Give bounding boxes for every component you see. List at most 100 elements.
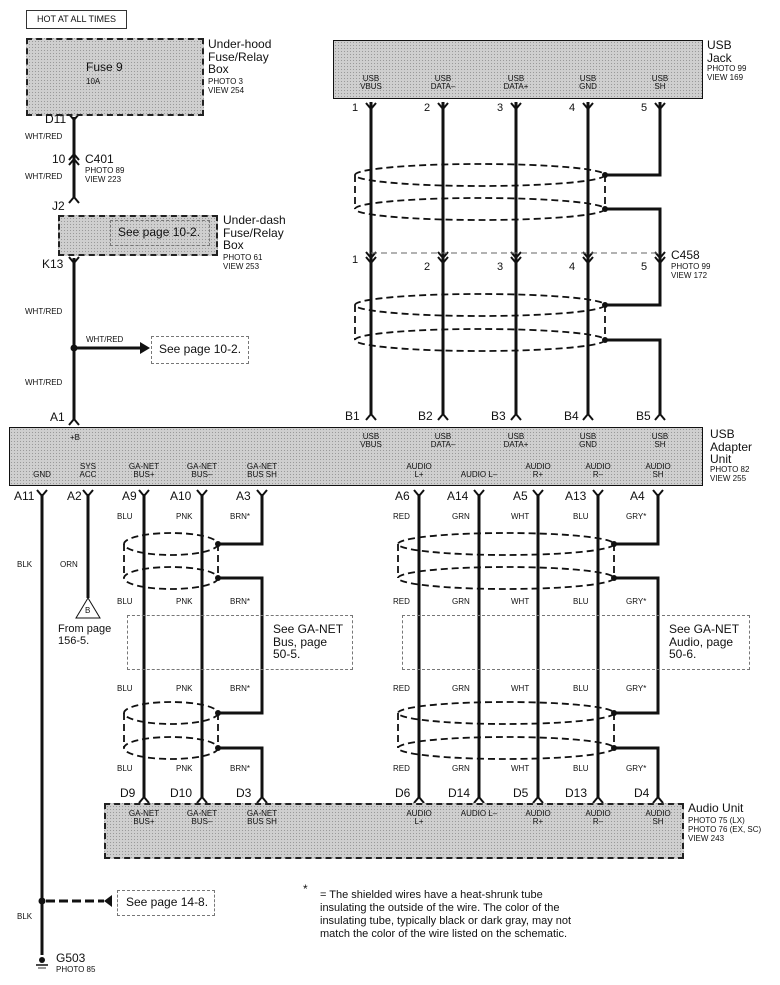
- branch-wire-color: WHT/RED: [86, 335, 124, 344]
- adapter-pin-a11: A11: [14, 489, 35, 503]
- see-page-ref-box[interactable]: [151, 336, 249, 364]
- pin-d11: D11: [45, 112, 67, 126]
- underdash-name: Under-dash Fuse/Relay Box: [223, 214, 286, 252]
- c458-pin-number: 5: [641, 261, 648, 273]
- adapter-pin-a6: A6: [395, 489, 410, 503]
- c401-view: VIEW 223: [85, 175, 122, 184]
- from-page-link[interactable]: From page 156-5.: [58, 623, 112, 647]
- wire-color-label: WHT/RED: [25, 307, 63, 316]
- usb-jack-photo: PHOTO 99: [707, 64, 747, 73]
- usb-jack-name-l1: USB: [707, 38, 732, 52]
- see-page-10-2-link[interactable]: See page 10-2.: [118, 225, 201, 239]
- usb-jack-name-l2: Jack: [707, 50, 732, 65]
- gnd-wire-color: BLK: [17, 560, 33, 569]
- audio-unit-photo-1: PHOTO 75 (LX): [688, 816, 745, 825]
- acc-wire-color: ORN: [60, 560, 78, 569]
- ground-name: G503: [56, 951, 86, 965]
- fuse-label: Fuse 9: [86, 60, 123, 74]
- from-page-l1: From page: [58, 623, 112, 635]
- audio-pin-d10: D10: [170, 786, 193, 800]
- adapter-pin-a13: A13: [565, 489, 587, 503]
- c458-connector: C458: [671, 248, 700, 262]
- c401-pin: 10: [52, 152, 66, 166]
- usb-adapter-name-l2: Adapter: [710, 439, 753, 454]
- adapter-pin-a2: A2: [67, 489, 82, 503]
- usb-jack-name: USB Jack: [707, 39, 732, 64]
- c458-pin-number: 4: [569, 261, 576, 273]
- fuse-rating: 10A: [86, 77, 101, 86]
- shield-note: = The shielded wires have a heat-shrunk …: [320, 889, 572, 940]
- adapter-pin-b2: B2: [418, 409, 433, 423]
- c401-photo: PHOTO 89: [85, 166, 125, 175]
- underhood-fuse-box[interactable]: [26, 38, 204, 116]
- audio-unit-box[interactable]: [104, 803, 684, 859]
- underdash-name-l1: Under-dash: [223, 213, 286, 227]
- note-star: *: [303, 882, 308, 896]
- see-page-ref-box[interactable]: [110, 220, 210, 246]
- ground-wire-color: BLK: [17, 912, 33, 921]
- usb-adapter-unit-box[interactable]: [9, 427, 703, 486]
- see-page-14-8-box[interactable]: [117, 890, 215, 916]
- adapter-pin-a14: A14: [447, 489, 469, 503]
- audio-pin-d5: D5: [513, 786, 529, 800]
- adapter-pin-a5: A5: [513, 489, 528, 503]
- ground-photo: PHOTO 85: [56, 965, 96, 974]
- audio-pin-d4: D4: [634, 786, 650, 800]
- wire-color-label: WHT/RED: [25, 378, 63, 387]
- from-page-l2: 156-5.: [58, 634, 90, 647]
- audio-pin-d9: D9: [120, 786, 136, 800]
- underhood-name-l2: Fuse/Relay: [208, 49, 269, 64]
- audio-unit-view: VIEW 243: [688, 834, 725, 843]
- underdash-fuse-box[interactable]: [58, 215, 218, 256]
- ganet-bus-ref-box[interactable]: [127, 615, 353, 670]
- adapter-pin-a10: A10: [170, 489, 192, 503]
- pin-k13: K13: [42, 257, 64, 271]
- c458-pin-number: 2: [424, 261, 431, 273]
- see-page-14-8-link[interactable]: See page 14-8.: [126, 895, 209, 909]
- usb-jack-pin-number: 2: [424, 102, 431, 114]
- usb-jack-pin-number: 3: [497, 102, 504, 114]
- underhood-name-l1: Under-hood: [208, 37, 272, 51]
- usb-adapter-view: VIEW 255: [710, 474, 747, 483]
- usb-jack-pin-number: 1: [352, 102, 359, 114]
- adapter-pin-b4: B4: [564, 409, 579, 423]
- ganet-audio-ref-box[interactable]: [402, 615, 750, 670]
- wire-color-label: WHT/RED: [25, 132, 63, 141]
- c458-pin-number: 3: [497, 261, 504, 273]
- hot-at-all-times-label: HOT AT ALL TIMES: [26, 10, 128, 29]
- underhood-photo: PHOTO 3: [208, 77, 243, 86]
- usb-jack-pin-number: 5: [641, 102, 648, 114]
- underhood-name-l3: Box: [208, 62, 229, 77]
- audio-unit-photo-2: PHOTO 76 (EX, SC): [688, 825, 762, 834]
- adapter-pin-a4: A4: [630, 489, 645, 503]
- pin-a1: A1: [50, 410, 65, 424]
- see-page-10-2-link[interactable]: See page 10-2.: [159, 342, 242, 356]
- c458-view: VIEW 172: [671, 271, 708, 280]
- audio-pin-d13: D13: [565, 786, 588, 800]
- underhood-name: Under-hood Fuse/Relay Box: [208, 38, 271, 76]
- c458-pin-number: 1: [352, 254, 359, 266]
- usb-adapter-name: USB Adapter Unit: [710, 428, 752, 466]
- pin-j2: J2: [52, 199, 65, 213]
- usb-jack-box[interactable]: [333, 40, 703, 99]
